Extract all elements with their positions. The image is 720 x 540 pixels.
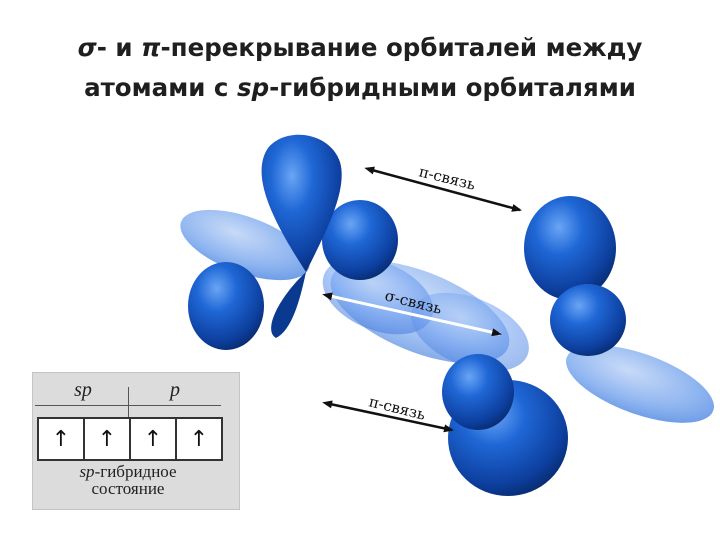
hybrid-state-panel: sp p ↑ ↑ ↑ ↑ sp-гибридное состояние: [32, 372, 240, 510]
orbital-cells: ↑ ↑ ↑ ↑: [37, 417, 223, 461]
p-header: p: [170, 379, 180, 401]
caption-line-2: состояние: [91, 479, 165, 498]
title-text: -гибридными орбиталями: [269, 73, 636, 102]
left-pz-lobe-top: [261, 134, 342, 272]
electron-arrow-cell: ↑: [129, 419, 175, 459]
caption-sp: sp: [79, 462, 95, 481]
left-py-lobe-right: [322, 200, 398, 280]
sigma-bond-arrow: [322, 292, 502, 337]
electron-arrow-cell: ↑: [51, 426, 71, 452]
electron-arrow-cell: ↑: [175, 419, 221, 459]
pi-bond-top-arrow: [364, 166, 522, 212]
pi-symbol: π: [141, 33, 161, 62]
caption-line-1: sp-гибридное: [33, 463, 223, 480]
right-sp-lobe: [565, 345, 715, 423]
left-sp-lobe: [180, 209, 310, 281]
title-text: атомами с: [84, 73, 237, 102]
sp-header: sp: [74, 379, 92, 401]
title-line-2: атомами с sp-гибридными орбиталями: [0, 68, 720, 108]
left-atom-orbitals: [180, 134, 398, 350]
right-pz-lobe-top: [524, 196, 616, 300]
hybrid-state-caption: sp-гибридное состояние: [33, 463, 223, 497]
right-py-lobe: [550, 284, 626, 356]
pi-bond-bottom-arrow: [322, 400, 454, 433]
electron-arrow-cell: ↑: [83, 419, 129, 459]
title-text: -перекрывание орбиталей между: [160, 33, 643, 62]
right-atom-orbitals: [442, 196, 715, 496]
title-text: - и: [96, 33, 142, 62]
slide-title: σ- и π-перекрывание орбиталей между атом…: [0, 28, 720, 108]
caption-text: -гибридное: [94, 462, 177, 481]
header-divider: [128, 387, 129, 417]
sp-term: sp: [236, 73, 270, 102]
left-pz-lobe-bottom: [188, 262, 264, 350]
right-py-lobe-left: [442, 354, 514, 430]
left-py-lobe-lower: [271, 272, 306, 338]
title-line-1: σ- и π-перекрывание орбиталей между: [0, 28, 720, 68]
sigma-symbol: σ: [77, 33, 97, 62]
